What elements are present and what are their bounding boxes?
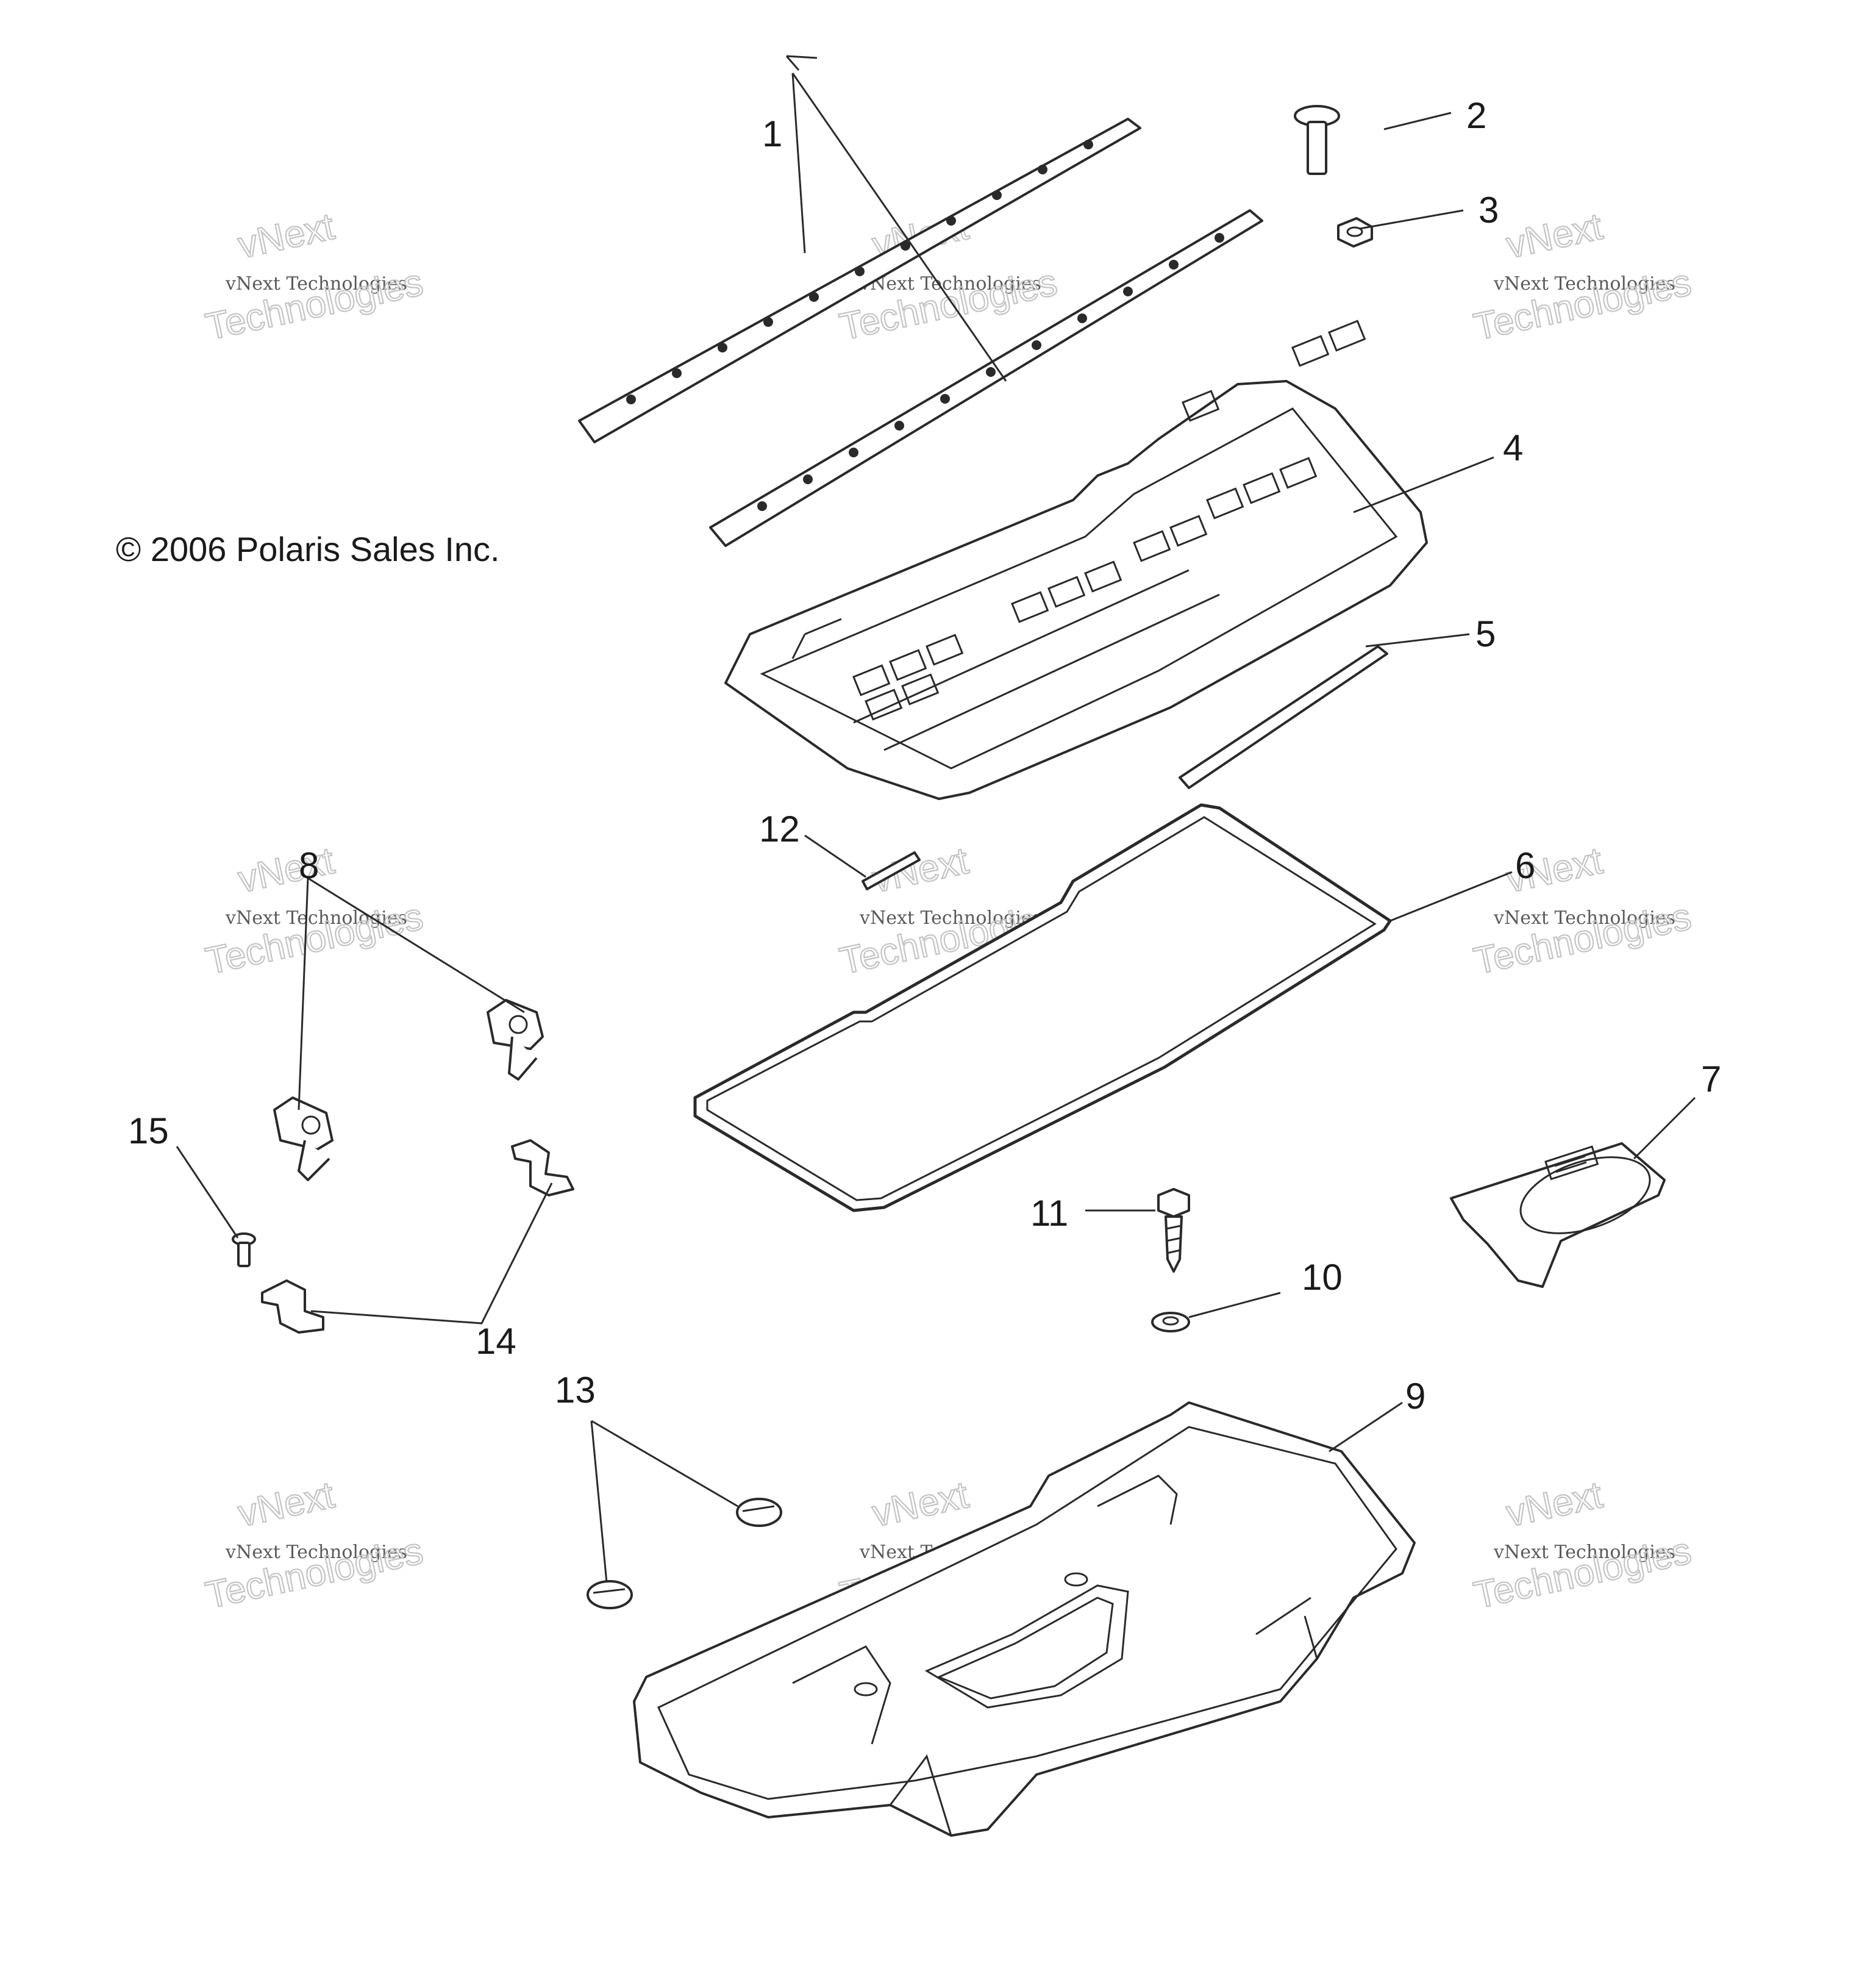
part-4-lid-panel: [724, 320, 1428, 800]
watermark: vNext vNext Technologies Technologies: [201, 1473, 427, 1618]
watermark-line1: vNext Technologies: [1493, 1542, 1675, 1563]
callout-6: 6: [1515, 845, 1535, 886]
callout-15: 15: [128, 1110, 169, 1151]
part-11-screw: [1157, 1188, 1190, 1273]
callout-14: 14: [476, 1321, 516, 1362]
callout-9: 9: [1405, 1376, 1425, 1417]
watermark-brand: vNext: [235, 840, 338, 901]
part-13-plugs: [587, 1498, 782, 1609]
watermark-brand: vNext: [1503, 1474, 1606, 1535]
callout-7: 7: [1701, 1059, 1721, 1099]
watermark-brand: vNext: [1503, 206, 1606, 266]
callout-1: 1: [762, 113, 782, 154]
watermark-line1: vNext Technologies: [859, 907, 1041, 929]
watermark-line1: vNext Technologies: [1493, 907, 1675, 929]
callout-2: 2: [1466, 95, 1486, 136]
part-9-storage-tub: [633, 1401, 1416, 1837]
watermark: vNext vNext Technologies Technologies: [1469, 205, 1696, 349]
part-7-cover-plate: [1450, 1142, 1666, 1288]
part-12-pin: [862, 851, 921, 890]
watermark-brand: vNext: [869, 1474, 972, 1535]
callout-10: 10: [1302, 1257, 1343, 1298]
watermark: vNext vNext Technologies Technologies: [201, 205, 427, 349]
part-2-bolt: [1294, 105, 1340, 175]
watermark-line1: vNext Technologies: [225, 1542, 407, 1563]
watermark-brand: vNext: [235, 206, 338, 266]
part-5-strip: [1179, 645, 1388, 789]
watermark-brand: vNext: [235, 1474, 338, 1535]
callout-11: 11: [1030, 1193, 1068, 1234]
callout-3: 3: [1479, 190, 1499, 231]
part-15-small-bolt: [232, 1232, 256, 1267]
callout-4: 4: [1503, 427, 1523, 468]
callout-8: 8: [299, 845, 319, 886]
copyright-text: © 2006 Polaris Sales Inc.: [116, 530, 500, 568]
watermark-line1: vNext Technologies: [1493, 273, 1675, 295]
callout-13: 13: [555, 1370, 596, 1411]
part-1-rails: [578, 118, 1263, 547]
watermark: vNext vNext Technologies Technologies: [1469, 839, 1696, 984]
watermark: vNext vNext Technologies Technologies: [1469, 1473, 1696, 1618]
part-14-clamps: [261, 1139, 574, 1334]
callout-5: 5: [1475, 613, 1496, 654]
part-8-latches: [273, 999, 544, 1181]
watermark-line1: vNext Technologies: [225, 907, 407, 929]
watermark-line1: vNext Technologies: [225, 273, 407, 295]
part-10-washer: [1151, 1312, 1190, 1332]
callout-12: 12: [759, 809, 800, 849]
part-3-nut: [1337, 217, 1373, 248]
watermark-line1: vNext Technologies: [859, 273, 1041, 295]
part-6-seal: [693, 803, 1392, 1212]
leader-lines: [176, 55, 1696, 1583]
